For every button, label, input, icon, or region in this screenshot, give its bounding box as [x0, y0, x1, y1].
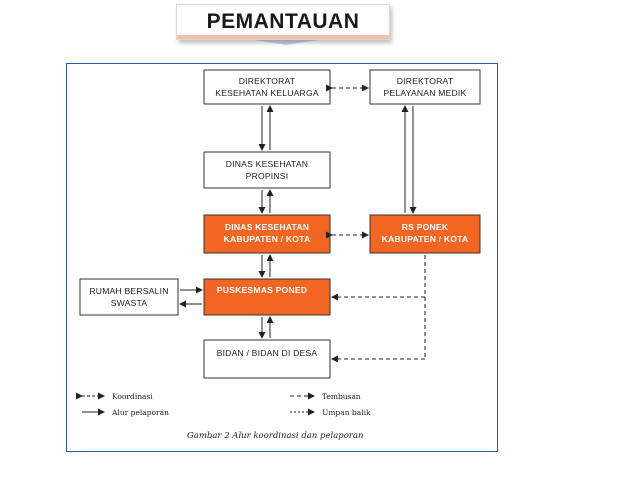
legend-umpan-balik: Umpan balik: [290, 408, 371, 417]
node-direktorat-yanmed-line1: DIREKTORAT: [397, 76, 454, 86]
slide-title-container: PEMANTAUAN: [176, 4, 390, 40]
slide-title: PEMANTAUAN: [206, 10, 360, 33]
slide-title-box: PEMANTAUAN: [176, 4, 392, 45]
legend-koordinasi: Koordinasi: [76, 392, 153, 401]
node-bidan-desa: BIDAN / BIDAN DI DESA: [203, 339, 331, 379]
diagram-frame: [66, 63, 498, 452]
node-rumah-bersalin-line1: RUMAH BERSALIN: [89, 286, 168, 296]
node-dinkes-propinsi-line1: DINAS KESEHATAN: [226, 159, 308, 169]
node-direktorat-kesga: DIREKTORAT KESEHATAN KELUARGA: [203, 69, 331, 105]
node-direktorat-yanmed: DIREKTORAT PELAYANAN MEDIK: [369, 69, 481, 105]
node-direktorat-kesga-line1: DIREKTORAT: [239, 76, 296, 86]
node-bidan-desa-label: BIDAN / BIDAN DI DESA: [217, 348, 318, 358]
node-puskesmas-poned: PUSKESMAS PONED: [203, 278, 331, 316]
node-dinkes-kabkota-line2: KABUPATEN / KOTA: [224, 234, 311, 244]
node-dinkes-propinsi-line2: PROPINSI: [246, 171, 289, 181]
node-rs-ponek-line1: RS PONEK: [402, 222, 449, 232]
figure-caption: Gambar 2 Alur koordinasi dan pelaporan: [187, 431, 363, 441]
legend-tembusan: Tembusan: [290, 392, 361, 401]
node-dinkes-propinsi: DINAS KESEHATAN PROPINSI: [203, 151, 331, 189]
node-rumah-bersalin-line2: SWASTA: [111, 298, 148, 308]
legend-tembusan-label: Tembusan: [322, 392, 361, 401]
node-rumah-bersalin: RUMAH BERSALIN SWASTA: [79, 278, 179, 316]
node-dinkes-kabkota: DINAS KESEHATAN KABUPATEN / KOTA: [203, 214, 331, 254]
node-rs-ponek-line2: KABUPATEN / KOTA: [382, 234, 469, 244]
connectors: [179, 84, 426, 363]
legend-umpan-balik-label: Umpan balik: [322, 408, 371, 417]
legend: Koordinasi Alur pelaporan Tembusan Umpan…: [76, 392, 371, 417]
node-direktorat-yanmed-line2: PELAYANAN MEDIK: [384, 88, 467, 98]
node-direktorat-kesga-line2: KESEHATAN KELUARGA: [215, 88, 319, 98]
node-rs-ponek: RS PONEK KABUPATEN / KOTA: [369, 214, 481, 254]
title-arrow-decoration: [236, 37, 336, 45]
legend-alur-pelaporan: Alur pelaporan: [82, 408, 169, 417]
legend-alur-pelaporan-label: Alur pelaporan: [111, 408, 169, 417]
node-puskesmas-poned-label: PUSKESMAS PONED: [217, 285, 307, 295]
legend-koordinasi-label: Koordinasi: [112, 392, 153, 401]
node-dinkes-kabkota-line1: DINAS KESEHATAN: [225, 222, 309, 232]
